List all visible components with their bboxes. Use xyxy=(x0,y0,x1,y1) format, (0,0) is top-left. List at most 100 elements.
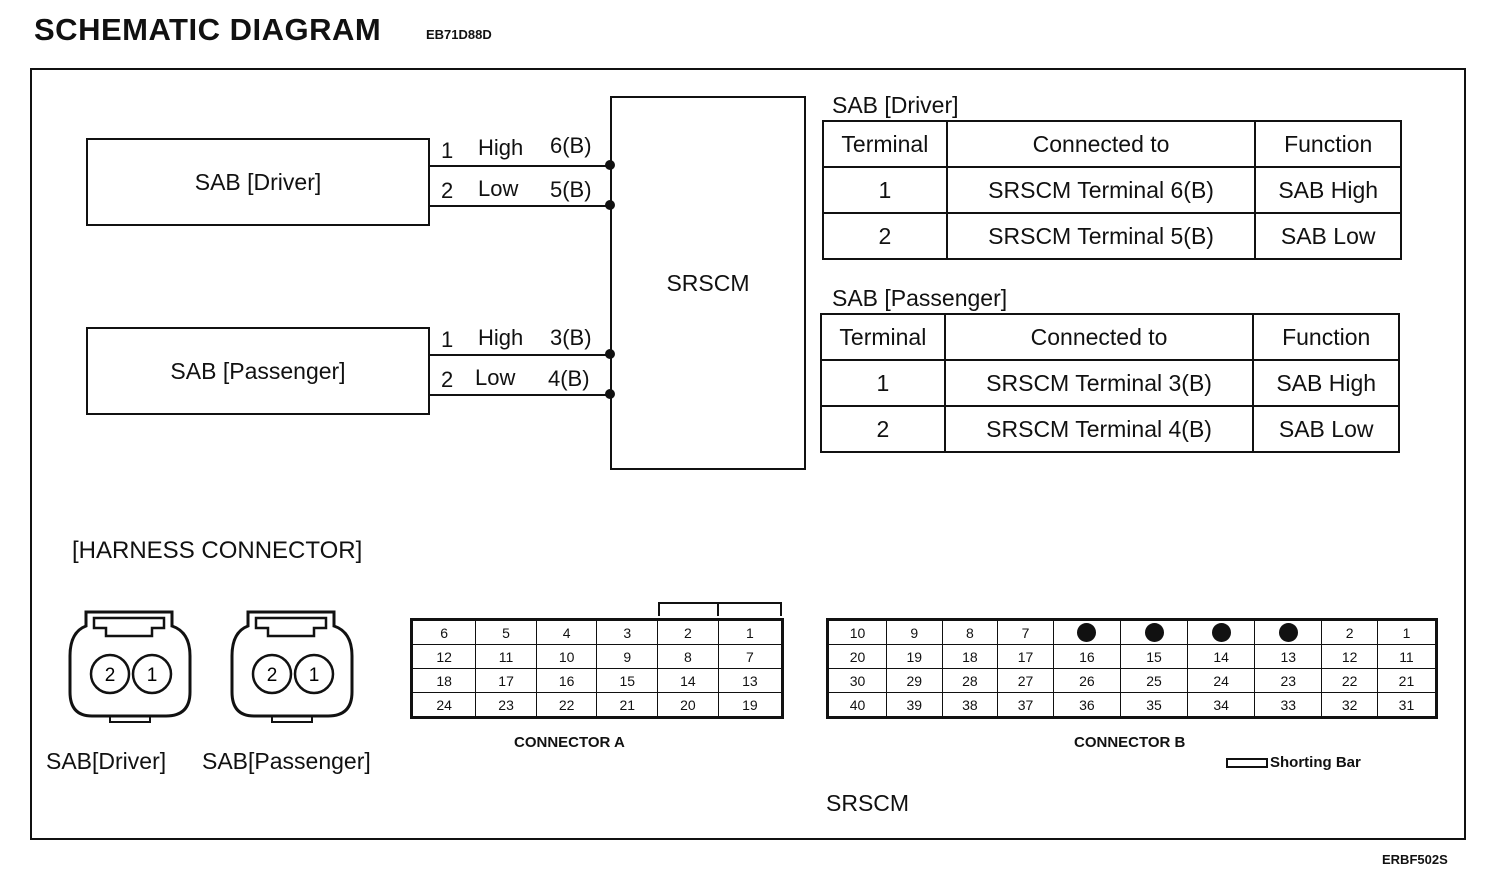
srscm-label: SRSCM xyxy=(666,269,750,296)
connector-pin: 27 xyxy=(997,668,1054,693)
table-cell: 1 xyxy=(822,166,948,214)
connector-pin: 18 xyxy=(410,668,477,693)
connector-pin: 10 xyxy=(827,619,887,645)
srscm-box: SRSCM xyxy=(610,96,806,470)
table-cell: SRSCM Terminal 5(B) xyxy=(945,212,1257,260)
connector-pin-filled xyxy=(1254,619,1323,645)
connector-pin: 15 xyxy=(1119,644,1189,669)
terminal-table-passenger: Terminal Connected to Function 1 SRSCM T… xyxy=(820,313,1400,453)
connector-pin: 23 xyxy=(1254,668,1323,693)
table-cell: SAB Low xyxy=(1252,405,1400,453)
connector-pin: 34 xyxy=(1187,692,1256,718)
connector-pin: 8 xyxy=(657,644,719,669)
wire-driver-high xyxy=(430,165,611,167)
connector-pin: 38 xyxy=(941,692,999,718)
connector-pin: 28 xyxy=(941,668,999,693)
table-cell: 2 xyxy=(822,212,948,260)
connector-a-label: CONNECTOR A xyxy=(514,734,625,751)
table-header: Connected to xyxy=(943,313,1255,361)
diagram-frame xyxy=(30,68,1466,840)
connector-pin: 18 xyxy=(941,644,999,669)
connector-pin: 32 xyxy=(1321,692,1378,718)
table-header: Connected to xyxy=(945,120,1257,168)
filled-pin-icon xyxy=(1077,623,1097,642)
connector-pin: 22 xyxy=(535,692,598,718)
wire-terminal: 4(B) xyxy=(548,366,590,391)
connector-pin: 24 xyxy=(410,692,477,718)
wire-terminal: 3(B) xyxy=(550,325,592,350)
sab-driver-plug-icon: 2 1 xyxy=(68,610,192,723)
connector-pin: 5 xyxy=(475,619,537,645)
sab-passenger-plug-label: SAB[Passenger] xyxy=(202,748,371,774)
table-cell: 1 xyxy=(820,359,946,407)
sab-passenger-label: SAB [Passenger] xyxy=(170,357,346,384)
connector-pin: 16 xyxy=(1052,644,1121,669)
connector-pin: 25 xyxy=(1119,668,1189,693)
sab-passenger-box: SAB [Passenger] xyxy=(86,327,430,415)
connector-pin: 24 xyxy=(1187,668,1256,693)
wire-terminal: 6(B) xyxy=(550,133,592,158)
connector-pin: 29 xyxy=(885,668,943,693)
filled-pin-icon xyxy=(1211,623,1231,642)
connector-pin: 14 xyxy=(1187,644,1256,669)
sab-passenger-plug-icon: 2 1 xyxy=(230,610,354,723)
junction-dot xyxy=(605,160,615,170)
connector-pin: 11 xyxy=(1376,644,1438,669)
sab-driver-label: SAB [Driver] xyxy=(194,168,322,195)
connector-pin: 13 xyxy=(717,668,784,693)
table-cell: SRSCM Terminal 6(B) xyxy=(945,166,1257,214)
wire-driver-low xyxy=(430,205,611,207)
filled-pin-icon xyxy=(1278,623,1298,642)
sab-driver-box: SAB [Driver] xyxy=(86,138,430,226)
connector-pin: 19 xyxy=(885,644,943,669)
connector-pin: 9 xyxy=(596,644,659,669)
figure-code: ERBF502S xyxy=(1382,852,1448,867)
connector-pin: 9 xyxy=(885,619,943,645)
connector-pin: 12 xyxy=(410,644,477,669)
table-row: 1 SRSCM Terminal 3(B) SAB High xyxy=(820,359,1400,407)
connector-pin-filled xyxy=(1052,619,1121,645)
plug-pin-label: 1 xyxy=(147,665,158,686)
sab-driver-plug-label: SAB[Driver] xyxy=(46,748,167,774)
connector-pin: 10 xyxy=(535,644,598,669)
connector-pin: 3 xyxy=(596,619,659,645)
table-header: Terminal xyxy=(820,313,946,361)
table-cell: 2 xyxy=(820,405,946,453)
connector-pin: 30 xyxy=(827,668,887,693)
connector-pin: 19 xyxy=(717,692,784,718)
table-row: 2 SRSCM Terminal 4(B) SAB Low xyxy=(820,405,1400,453)
harness-title: [HARNESS CONNECTOR] xyxy=(72,537,363,564)
connector-pin: 22 xyxy=(1321,668,1378,693)
connector-pin: 13 xyxy=(1254,644,1323,669)
wire-signal: High xyxy=(478,325,524,350)
connector-pin: 20 xyxy=(657,692,719,718)
wire-passenger-low xyxy=(430,394,611,396)
connector-pin: 23 xyxy=(475,692,537,718)
connector-pin: 39 xyxy=(885,692,943,718)
junction-dot xyxy=(605,349,615,359)
table-title-driver: SAB [Driver] xyxy=(832,92,959,118)
connector-pin: 35 xyxy=(1119,692,1189,718)
document-id: EB71D88D xyxy=(426,27,492,42)
connector-pin: 2 xyxy=(657,619,719,645)
connector-pin: 14 xyxy=(657,668,719,693)
table-header: Terminal xyxy=(822,120,948,168)
wire-pin: 1 xyxy=(441,138,454,163)
connector-pin: 33 xyxy=(1254,692,1323,718)
connector-pin: 8 xyxy=(941,619,999,645)
wire-signal: High xyxy=(478,135,524,160)
wire-signal: Low xyxy=(475,365,516,390)
table-cell: SAB High xyxy=(1254,166,1402,214)
wire-terminal: 5(B) xyxy=(550,177,592,202)
wire-signal: Low xyxy=(478,176,519,201)
shorting-bar-icon xyxy=(1226,758,1268,768)
connector-pin: 15 xyxy=(596,668,659,693)
connector-pin: 36 xyxy=(1052,692,1121,718)
table-header: Function xyxy=(1254,120,1402,168)
